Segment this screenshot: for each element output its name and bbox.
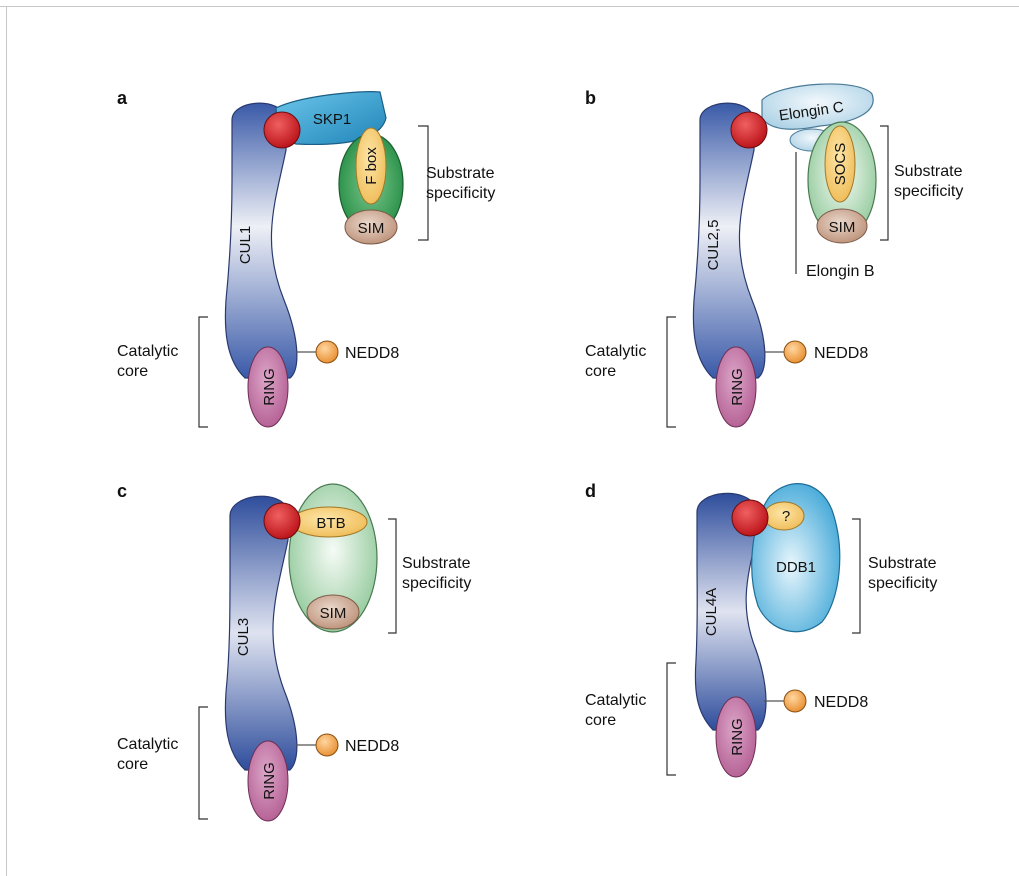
cullin-label: CUL4A [703, 588, 720, 636]
nedd8-ball [784, 690, 806, 712]
substrate-bracket [880, 126, 888, 240]
catalytic-label-line2: core [585, 712, 616, 729]
panel-letter: a [117, 88, 128, 108]
substrate-bracket [388, 519, 396, 633]
nedd8-label: NEDD8 [814, 345, 868, 362]
panel-letter: d [585, 481, 596, 501]
nedd8-label: NEDD8 [345, 738, 399, 755]
nedd8-label: NEDD8 [345, 345, 399, 362]
substrate-label-line2: specificity [402, 575, 471, 592]
substrate-bracket [418, 126, 428, 240]
nedd8-ball [316, 341, 338, 363]
substrate-label-line1: Substrate [426, 165, 495, 182]
catalytic-bracket [199, 317, 208, 427]
catalytic-label-line1: Catalytic [117, 736, 178, 753]
panel-a: a CUL1 SKP1 F box SIM RING NEDD8 Substra… [117, 88, 495, 427]
substrate-label-line2: specificity [894, 183, 963, 200]
ring-label: RING [729, 718, 746, 756]
rbx1-ball [731, 112, 767, 148]
substrate-label-line1: Substrate [402, 555, 471, 572]
ring-label: RING [261, 762, 278, 800]
receptor-label: F box [363, 147, 380, 185]
panel-letter: b [585, 88, 596, 108]
cullin-label: CUL3 [235, 618, 252, 656]
sim-label: SIM [829, 219, 856, 236]
receptor-label: SOCS [832, 143, 849, 186]
catalytic-label-line1: Catalytic [117, 343, 178, 360]
ddb1-label: DDB1 [776, 559, 816, 576]
cullin-label: CUL2,5 [705, 220, 722, 271]
panel-c: c CUL3 BTB SIM RING NEDD8 Substrate spec… [117, 481, 471, 821]
ring-label: RING [261, 368, 278, 406]
sim-label: SIM [320, 605, 347, 622]
rbx1-ball [264, 112, 300, 148]
skp1-label: SKP1 [313, 111, 351, 128]
sim-label: SIM [358, 220, 385, 237]
catalytic-label-line2: core [117, 363, 148, 380]
substrate-label-line2: specificity [868, 575, 937, 592]
catalytic-bracket [667, 317, 676, 427]
ring-label: RING [729, 368, 746, 406]
cullin-label: CUL1 [237, 226, 254, 264]
substrate-label-line1: Substrate [894, 163, 963, 180]
receptor-label: BTB [316, 515, 345, 532]
nedd8-ball [316, 734, 338, 756]
catalytic-label-line2: core [117, 756, 148, 773]
substrate-label-line2: specificity [426, 185, 495, 202]
receptor-label: ? [782, 508, 790, 525]
rbx1-ball [264, 503, 300, 539]
rbx1-ball [732, 500, 768, 536]
substrate-label-line1: Substrate [868, 555, 937, 572]
catalytic-label-line1: Catalytic [585, 343, 646, 360]
catalytic-bracket [199, 707, 208, 819]
panel-d: d CUL4A DDB1 ? RING NEDD8 Substrate spec… [585, 481, 937, 777]
catalytic-label-line1: Catalytic [585, 692, 646, 709]
panel-letter: c [117, 481, 127, 501]
substrate-bracket [852, 519, 860, 633]
nedd8-ball [784, 341, 806, 363]
panel-b: b CUL2,5 Elongin C SOCS SIM RING NEDD8 E… [585, 84, 963, 427]
elongin-b-label: Elongin B [806, 263, 875, 280]
catalytic-label-line2: core [585, 363, 616, 380]
nedd8-label: NEDD8 [814, 694, 868, 711]
catalytic-bracket [667, 663, 676, 775]
